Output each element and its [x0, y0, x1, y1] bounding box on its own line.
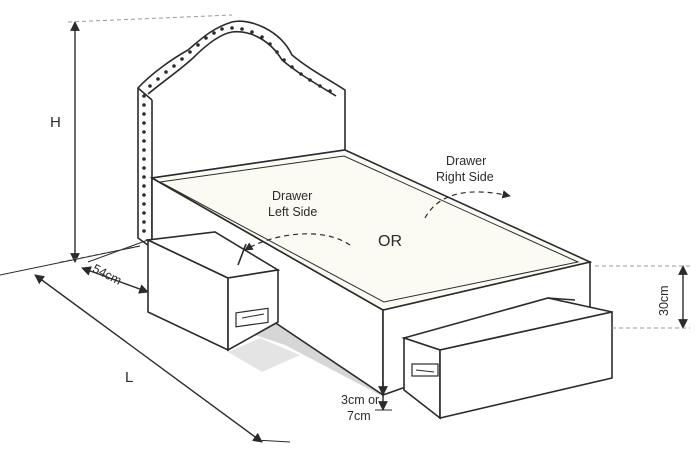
drawer-left-label-line2: Left Side: [268, 205, 317, 219]
headboard-stud: [156, 77, 160, 81]
right-drawer: [401, 297, 613, 420]
headboard-stud: [220, 27, 224, 31]
headboard-stud: [328, 89, 332, 93]
headboard-stud: [142, 184, 146, 188]
depth-dimension: [81, 266, 149, 294]
drawer-right-label-line1: Drawer: [446, 154, 486, 168]
headboard-stud: [275, 50, 279, 54]
headboard-stud: [308, 78, 312, 82]
headboard-stud: [212, 31, 216, 35]
headboard-stud: [148, 84, 152, 88]
headboard-stud: [142, 103, 146, 107]
headboard-stud: [318, 84, 322, 88]
headboard-stud: [142, 121, 146, 125]
headboard-stud: [142, 166, 146, 170]
dimension-lines: [34, 21, 688, 443]
drawer-left-label-line1: Drawer: [272, 189, 312, 203]
depth-label: 54cm: [90, 261, 124, 287]
headboard-stud: [290, 65, 294, 69]
headboard-stud: [142, 130, 146, 134]
length-dimension: [34, 274, 263, 443]
headboard-stud: [142, 220, 146, 224]
mattress-inset: [158, 155, 580, 303]
headboard-stud: [142, 175, 146, 179]
headboard-panel: [137, 20, 346, 250]
mattress-top: [149, 149, 593, 311]
headboard-stud: [299, 72, 303, 76]
height-label: H: [50, 114, 61, 131]
headboard-stud: [142, 193, 146, 197]
headboard-stud: [260, 35, 264, 39]
headboard-stud: [180, 57, 184, 61]
headboard-stud: [142, 211, 146, 215]
headboard-stud: [142, 229, 146, 233]
right-drawer-arrow: [424, 190, 511, 219]
headboard-stud: [250, 30, 254, 34]
left-drawer-arrow: [244, 233, 351, 251]
headboard-stud: [188, 50, 192, 54]
drawer-right-label-line2: Right Side: [436, 170, 494, 184]
drawer-direction-arrows: [244, 190, 511, 251]
headboard-stud: [282, 58, 286, 62]
headboard-stud: [142, 112, 146, 116]
headboard-stud: [142, 139, 146, 143]
headboard-stud: [172, 64, 176, 68]
headboard-stud: [142, 202, 146, 206]
base-height-label: 30cm: [657, 285, 671, 316]
length-label: L: [125, 369, 133, 386]
right-drawer-runner: [411, 363, 439, 377]
right-drawer-front: [439, 311, 613, 420]
headboard-stud: [142, 148, 146, 152]
headboard-stud: [268, 42, 272, 46]
solid-guides: [0, 239, 392, 443]
or-label: OR: [378, 233, 402, 250]
headboard-stud: [230, 26, 234, 30]
right-drawer-side: [403, 336, 441, 420]
headboard-stud: [142, 157, 146, 161]
guide-lines: [59, 14, 690, 329]
headboard-studs: [142, 26, 332, 233]
headboard-stud: [204, 36, 208, 40]
headboard-stud: [142, 94, 146, 98]
headboard-stud: [240, 27, 244, 31]
leg-height-label-line2: 7cm: [347, 409, 371, 423]
headboard-stud: [164, 70, 168, 74]
headboard-stud: [196, 43, 200, 47]
leg-height-label-line1: 3cm or: [341, 393, 379, 407]
